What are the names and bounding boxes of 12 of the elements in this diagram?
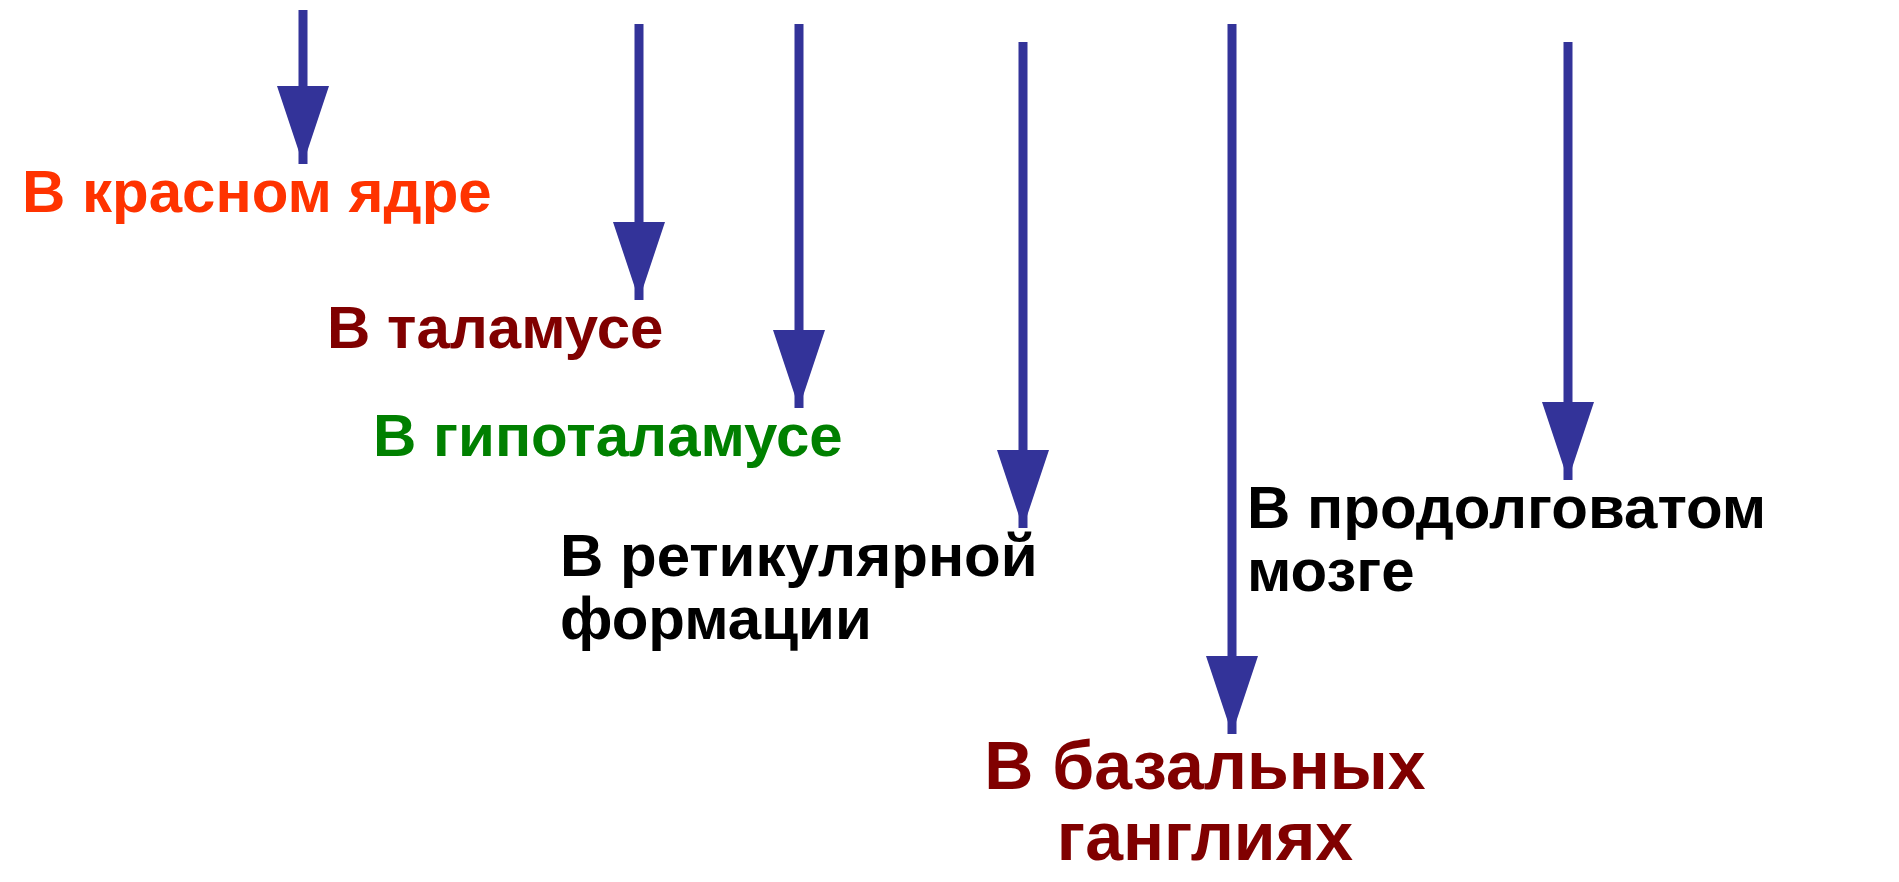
node-label: В таламусе	[327, 296, 665, 359]
node-label: В ретикулярной формации	[560, 524, 1039, 650]
node-label: В продолговатом мозге	[1247, 476, 1768, 602]
arrow	[773, 24, 825, 408]
node-label: В гипоталамусе	[373, 404, 844, 467]
arrow	[1206, 24, 1258, 734]
arrow	[997, 42, 1049, 528]
arrow	[1542, 42, 1594, 480]
node-label: В красном ядре	[22, 160, 493, 223]
arrow	[613, 24, 665, 300]
node-label: В базальных ганглиях	[983, 730, 1427, 873]
arrow	[277, 10, 329, 164]
